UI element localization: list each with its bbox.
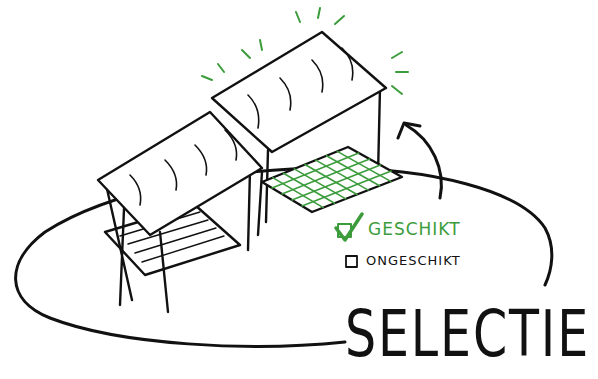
option-unfit: ONGESCHIKT xyxy=(366,254,461,267)
selection-arrow xyxy=(406,125,441,198)
option-fit: GESCHIKT xyxy=(368,221,461,238)
collector-ridge xyxy=(130,130,237,205)
collector-ridge xyxy=(248,48,353,128)
solar-collector xyxy=(212,32,386,152)
arrow-head xyxy=(398,123,420,138)
fit-panel xyxy=(262,147,402,212)
check-mark xyxy=(336,214,362,240)
checkbox-empty xyxy=(346,256,357,267)
solar-collector xyxy=(98,112,262,235)
title-word: SELECTIE xyxy=(345,302,590,367)
sparkle xyxy=(202,8,408,94)
green-grid xyxy=(272,151,391,207)
